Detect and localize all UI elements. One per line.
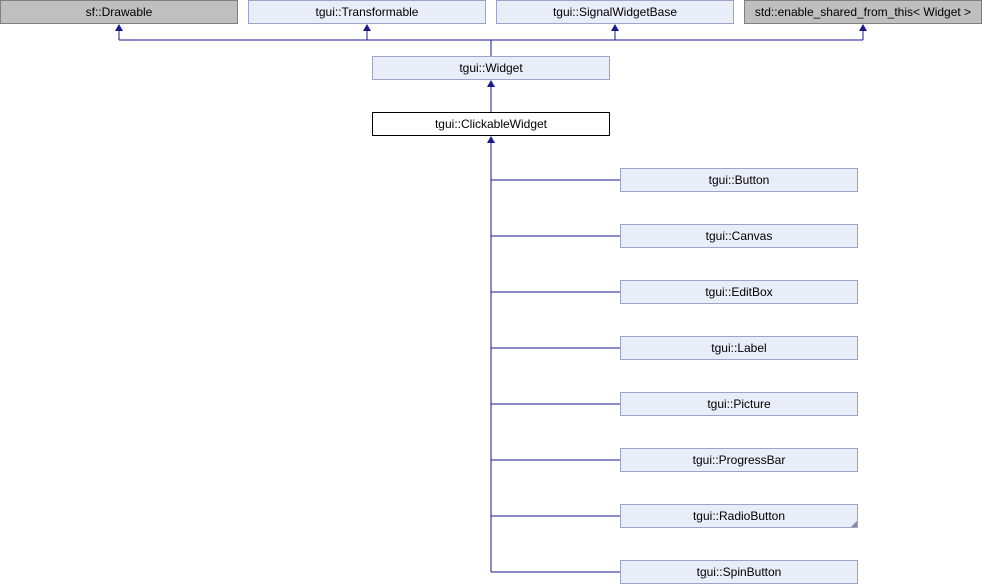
node-label: tgui::SignalWidgetBase bbox=[553, 5, 677, 19]
node-label: std::enable_shared_from_this< Widget > bbox=[755, 5, 971, 19]
arrow-transformable bbox=[363, 24, 371, 31]
node-sf-drawable[interactable]: sf::Drawable bbox=[0, 0, 238, 24]
node-tgui-clickablewidget: tgui::ClickableWidget bbox=[372, 112, 610, 136]
node-label: tgui::EditBox bbox=[705, 285, 772, 299]
node-tgui-spinbutton[interactable]: tgui::SpinButton bbox=[620, 560, 858, 584]
node-tgui-editbox[interactable]: tgui::EditBox bbox=[620, 280, 858, 304]
arrow-drawable bbox=[115, 24, 123, 31]
arrow-widget bbox=[487, 80, 495, 87]
node-tgui-widget[interactable]: tgui::Widget bbox=[372, 56, 610, 80]
arrow-signalwidgetbase bbox=[611, 24, 619, 31]
node-label: tgui::RadioButton bbox=[693, 509, 785, 523]
node-label: tgui::ProgressBar bbox=[693, 453, 786, 467]
node-tgui-canvas[interactable]: tgui::Canvas bbox=[620, 224, 858, 248]
arrow-clickable bbox=[487, 136, 495, 143]
node-label: tgui::Canvas bbox=[706, 229, 773, 243]
node-tgui-progressbar[interactable]: tgui::ProgressBar bbox=[620, 448, 858, 472]
arrow-enable-shared bbox=[859, 24, 867, 31]
edge-clickable-to-widget bbox=[487, 80, 495, 112]
node-label: tgui::Label bbox=[711, 341, 766, 355]
node-tgui-label[interactable]: tgui::Label bbox=[620, 336, 858, 360]
node-label: tgui::Widget bbox=[459, 61, 523, 75]
edges-bases-to-widget bbox=[115, 24, 867, 56]
node-tgui-transformable[interactable]: tgui::Transformable bbox=[248, 0, 486, 24]
node-tgui-button[interactable]: tgui::Button bbox=[620, 168, 858, 192]
node-std-enable-shared-from-this[interactable]: std::enable_shared_from_this< Widget > bbox=[744, 0, 982, 24]
node-tgui-radiobutton[interactable]: tgui::RadioButton bbox=[620, 504, 858, 528]
node-label: tgui::Transformable bbox=[316, 5, 419, 19]
node-label: tgui::SpinButton bbox=[697, 565, 782, 579]
node-label: tgui::ClickableWidget bbox=[435, 117, 548, 131]
edges-derived-to-clickable bbox=[487, 136, 620, 573]
node-label: sf::Drawable bbox=[86, 5, 153, 19]
node-tgui-picture[interactable]: tgui::Picture bbox=[620, 392, 858, 416]
node-label: tgui::Button bbox=[709, 173, 770, 187]
node-label: tgui::Picture bbox=[707, 397, 771, 411]
more-subclasses-icon bbox=[851, 521, 857, 527]
node-tgui-signalwidgetbase[interactable]: tgui::SignalWidgetBase bbox=[496, 0, 734, 24]
